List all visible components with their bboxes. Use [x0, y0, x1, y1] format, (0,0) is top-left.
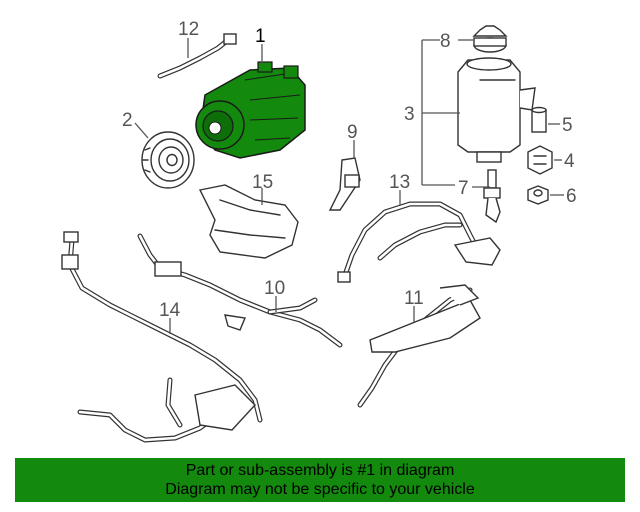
callout-6[interactable]: 6	[566, 186, 577, 207]
part-2-pulley[interactable]	[141, 131, 195, 189]
part-10-line[interactable]	[137, 233, 343, 348]
callout-10[interactable]: 10	[264, 278, 285, 299]
part-9-fitting[interactable]	[328, 157, 361, 211]
part-3-reservoir[interactable]	[457, 57, 536, 163]
part-11-return-hose[interactable]	[357, 284, 481, 408]
parts-diagram: 1 12 2 15 9 3	[61, 19, 577, 443]
part-12-hose[interactable]	[157, 33, 237, 79]
callout-5[interactable]: 5	[562, 115, 573, 136]
callout-9[interactable]: 9	[347, 122, 358, 143]
part-14-hose-assembly[interactable]	[61, 231, 263, 443]
callout-12[interactable]: 12	[178, 19, 199, 40]
callout-14[interactable]: 14	[159, 300, 181, 321]
callout-8[interactable]: 8	[440, 31, 451, 52]
part-7-sensor[interactable]	[483, 169, 501, 224]
banner-line-1: Part or sub-assembly is #1 in diagram	[185, 462, 455, 479]
callout-1[interactable]: 1	[255, 26, 266, 47]
part-15-shield[interactable]	[198, 184, 299, 259]
callout-7[interactable]: 7	[458, 178, 469, 199]
callout-13[interactable]: 13	[389, 172, 410, 193]
callout-3[interactable]: 3	[404, 104, 415, 125]
part-6-nut[interactable]	[527, 185, 549, 205]
notice-banner: Part or sub-assembly is #1 in diagram Di…	[15, 458, 625, 502]
part-13-pressure-hose[interactable]	[337, 201, 501, 283]
callout-11[interactable]: 11	[404, 288, 424, 309]
part-8-cap[interactable]	[472, 25, 508, 53]
part-1-compressor[interactable]	[195, 61, 306, 159]
part-5-sleeve[interactable]	[531, 106, 547, 133]
part-4-grommet[interactable]	[527, 145, 553, 175]
leader-2	[134, 122, 149, 139]
callout-4[interactable]: 4	[564, 151, 575, 172]
banner-line-2: Diagram may not be specific to your vehi…	[165, 481, 475, 498]
callout-2[interactable]: 2	[122, 110, 133, 131]
callout-15[interactable]: 15	[252, 172, 273, 193]
